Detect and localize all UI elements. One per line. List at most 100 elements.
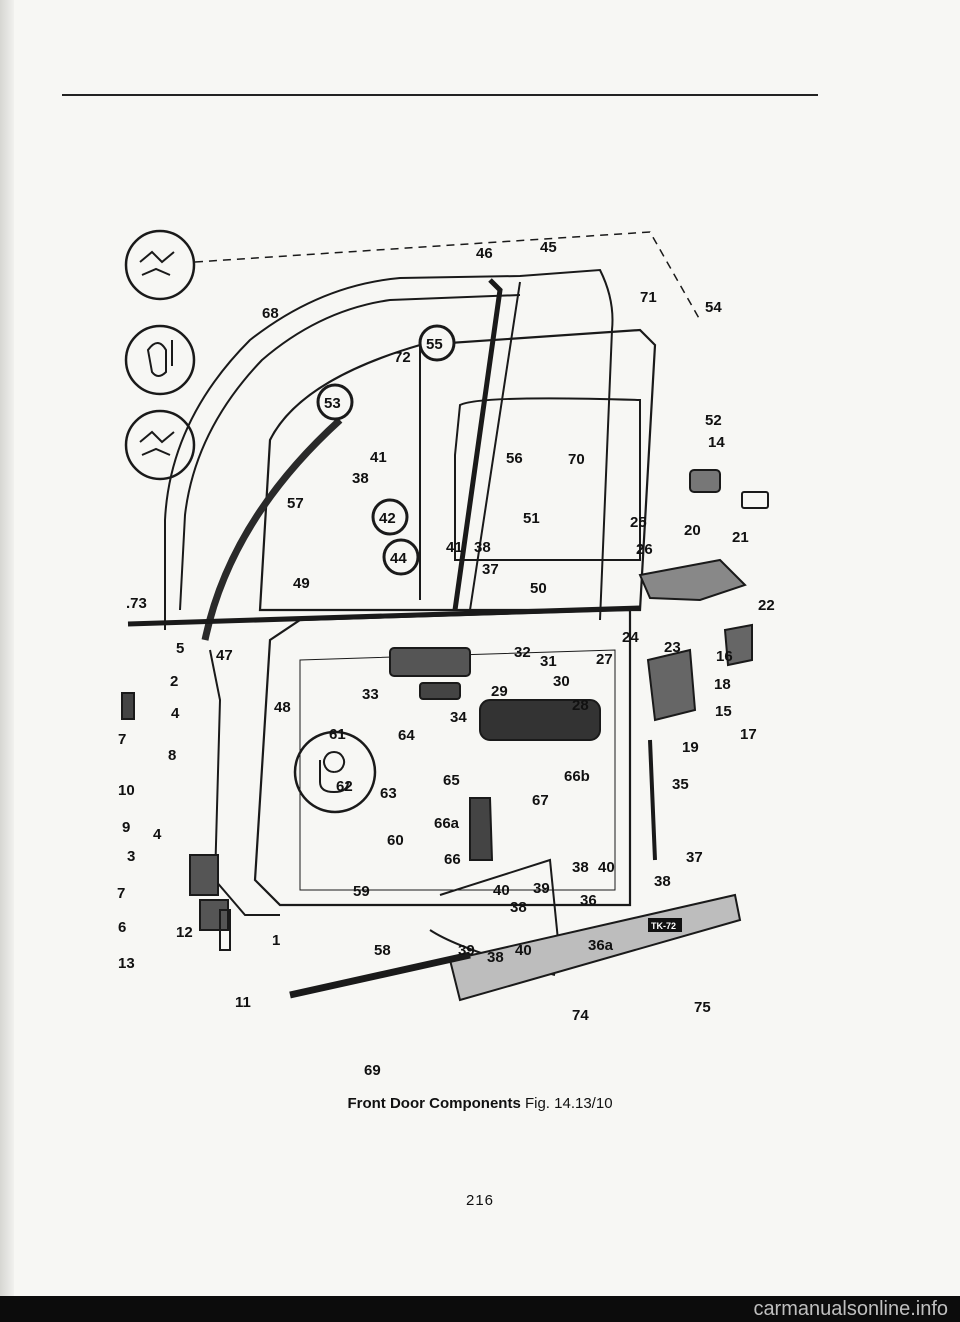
lbl-7a: 7	[118, 731, 126, 748]
lbl-40a: 40	[598, 859, 615, 876]
lbl-27: 27	[596, 651, 613, 668]
lbl-4b: 4	[153, 826, 162, 843]
lbl-66: 66	[444, 851, 461, 868]
lbl-54: 54	[705, 299, 722, 316]
lbl-29: 29	[491, 683, 508, 700]
lbl-38d: 38	[654, 873, 671, 890]
lbl-25: 25	[630, 514, 647, 531]
lbl-12: 12	[176, 924, 193, 941]
lbl-44: 44	[390, 550, 407, 567]
lbl-48: 48	[274, 699, 291, 716]
lbl-47: 47	[216, 647, 233, 664]
lbl-32: 32	[514, 644, 531, 661]
lbl-58: 58	[374, 942, 391, 959]
lbl-68: 68	[262, 305, 279, 322]
lbl-37b: 37	[686, 849, 703, 866]
lbl-16: 16	[716, 648, 733, 665]
lbl-66a: 66a	[434, 815, 460, 832]
lbl-30: 30	[553, 673, 570, 690]
top-rule	[62, 94, 818, 96]
lbl-71: 71	[640, 289, 657, 306]
lbl-60: 60	[387, 832, 404, 849]
caption-title: Front Door Components	[347, 1095, 521, 1112]
lbl-14: 14	[708, 434, 725, 451]
lbl-61: 61	[329, 726, 346, 743]
lbl-38c: 38	[572, 859, 589, 876]
lbl-65: 65	[443, 772, 460, 789]
lbl-7b: 7	[117, 885, 125, 902]
lbl-3: 3	[127, 848, 135, 865]
lbl-13: 13	[118, 955, 135, 972]
bottom-bar: carmanualsonline.info	[0, 1296, 960, 1322]
lbl-34: 34	[450, 709, 467, 726]
lbl-15: 15	[715, 703, 732, 720]
lbl-8: 8	[168, 747, 176, 764]
lbl-46: 46	[476, 245, 493, 262]
lbl-66b: 66b	[564, 768, 590, 785]
lbl-2: 2	[170, 673, 178, 690]
lbl-72: 72	[394, 349, 411, 366]
lbl-42: 42	[379, 510, 396, 527]
lbl-73: .73	[126, 595, 147, 612]
lbl-6: 6	[118, 919, 126, 936]
figure-caption: Front Door Components Fig. 14.13/10	[0, 1095, 960, 1112]
lbl-10: 10	[118, 782, 135, 799]
caption-figure-number: Fig. 14.13/10	[524, 1095, 613, 1112]
lbl-28: 28	[572, 697, 589, 714]
lbl-56: 56	[506, 450, 523, 467]
lbl-17: 17	[740, 726, 757, 743]
lbl-19: 19	[682, 739, 699, 756]
lbl-45: 45	[540, 239, 557, 256]
lbl-18: 18	[714, 676, 731, 693]
lbl-55: 55	[426, 336, 443, 353]
lbl-40c: 40	[515, 942, 532, 959]
lbl-38a: 38	[352, 470, 369, 487]
lbl-53: 53	[324, 395, 341, 412]
lbl-41a: 41	[370, 449, 387, 466]
lbl-38f: 38	[487, 949, 504, 966]
watermark: carmanualsonline.info	[753, 1298, 948, 1320]
lbl-74: 74	[572, 1007, 589, 1024]
lbl-23: 23	[664, 639, 681, 656]
lbl-75: 75	[694, 999, 711, 1016]
lbl-21: 21	[732, 529, 749, 546]
lbl-49: 49	[293, 575, 310, 592]
tk-72-text: TK-72	[651, 921, 676, 931]
lbl-5: 5	[176, 640, 184, 657]
lbl-1: 1	[272, 932, 280, 949]
tk-72-badge: TK-72	[648, 918, 682, 932]
lbl-57: 57	[287, 495, 304, 512]
lbl-51: 51	[523, 510, 540, 527]
lbl-59: 59	[353, 883, 370, 900]
lbl-24: 24	[622, 629, 639, 646]
lbl-62: 62	[336, 778, 353, 795]
lbl-31: 31	[540, 653, 557, 670]
lbl-26: 26	[636, 541, 653, 558]
lbl-20: 20	[684, 522, 701, 539]
lbl-39a: 39	[533, 880, 550, 897]
lbl-63: 63	[380, 785, 397, 802]
lbl-35: 35	[672, 776, 689, 793]
lbl-69: 69	[364, 1062, 381, 1079]
page-number: 216	[465, 1192, 495, 1209]
lbl-9: 9	[122, 819, 130, 836]
lbl-40b: 40	[493, 882, 510, 899]
lbl-38e: 38	[510, 899, 527, 916]
lbl-52: 52	[705, 412, 722, 429]
lbl-38b: 38	[474, 539, 491, 556]
lbl-39b: 39	[458, 942, 475, 959]
lbl-36: 36	[580, 892, 597, 909]
lbl-4a: 4	[171, 705, 180, 722]
lbl-37a: 37	[482, 561, 499, 578]
lbl-22: 22	[758, 597, 775, 614]
lbl-36a: 36a	[588, 937, 614, 954]
lbl-70: 70	[568, 451, 585, 468]
lbl-11: 11	[235, 994, 251, 1011]
lbl-33: 33	[362, 686, 379, 703]
lbl-50: 50	[530, 580, 547, 597]
page-left-shadow	[0, 0, 14, 1322]
lbl-41b: 41	[446, 539, 463, 556]
lbl-67: 67	[532, 792, 549, 809]
lbl-64: 64	[398, 727, 415, 744]
